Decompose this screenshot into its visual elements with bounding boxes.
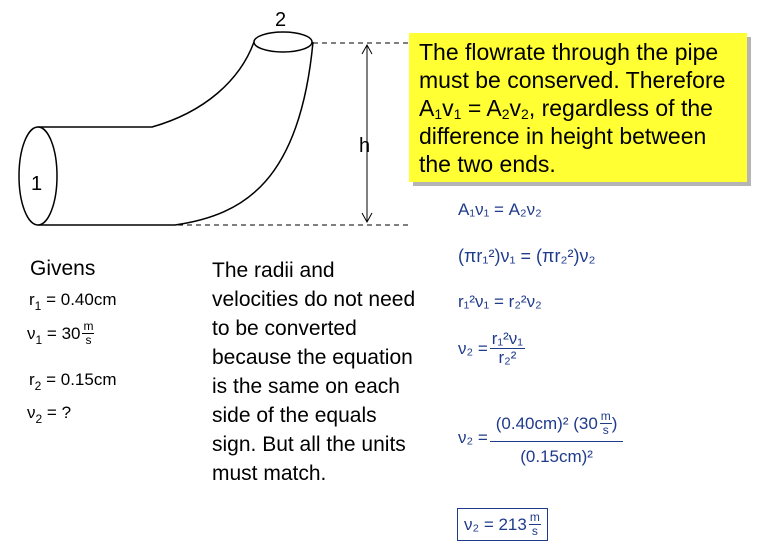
equation-4: ν₂ = r₁²ν₁ r₂² [458,329,526,367]
note-line-2: must be conserved. Therefore [419,67,726,93]
pipe-inner-curve [38,41,314,226]
pipe-outer-curve [38,41,255,128]
note-line-5: the two ends. [419,151,556,177]
equation-3: r₁²ν₁ = r₂²ν₂ [458,292,542,311]
end-label-1: 1 [31,173,42,195]
pipe-end-1 [18,126,58,226]
note-line-4: difference in height between [419,123,707,149]
pipe-end-2 [253,31,313,53]
equation-1: A₁ν₁ = A₂ν₂ [458,200,542,219]
givens-title: Givens [30,257,96,280]
equation-2: (πr₁²)ν₁ = (πr₂²)ν₂ [458,246,596,266]
end-label-2: 2 [275,9,286,31]
height-label: h [359,135,370,157]
note-line-3: A1v1 = A2v2, regardless of the [419,95,713,122]
flowrate-note: The flowrate through the pipe must be co… [409,33,747,182]
note-line-1: The flowrate through the pipe [419,39,719,65]
explanation-text: The radii and velocities do not need to … [212,259,416,485]
